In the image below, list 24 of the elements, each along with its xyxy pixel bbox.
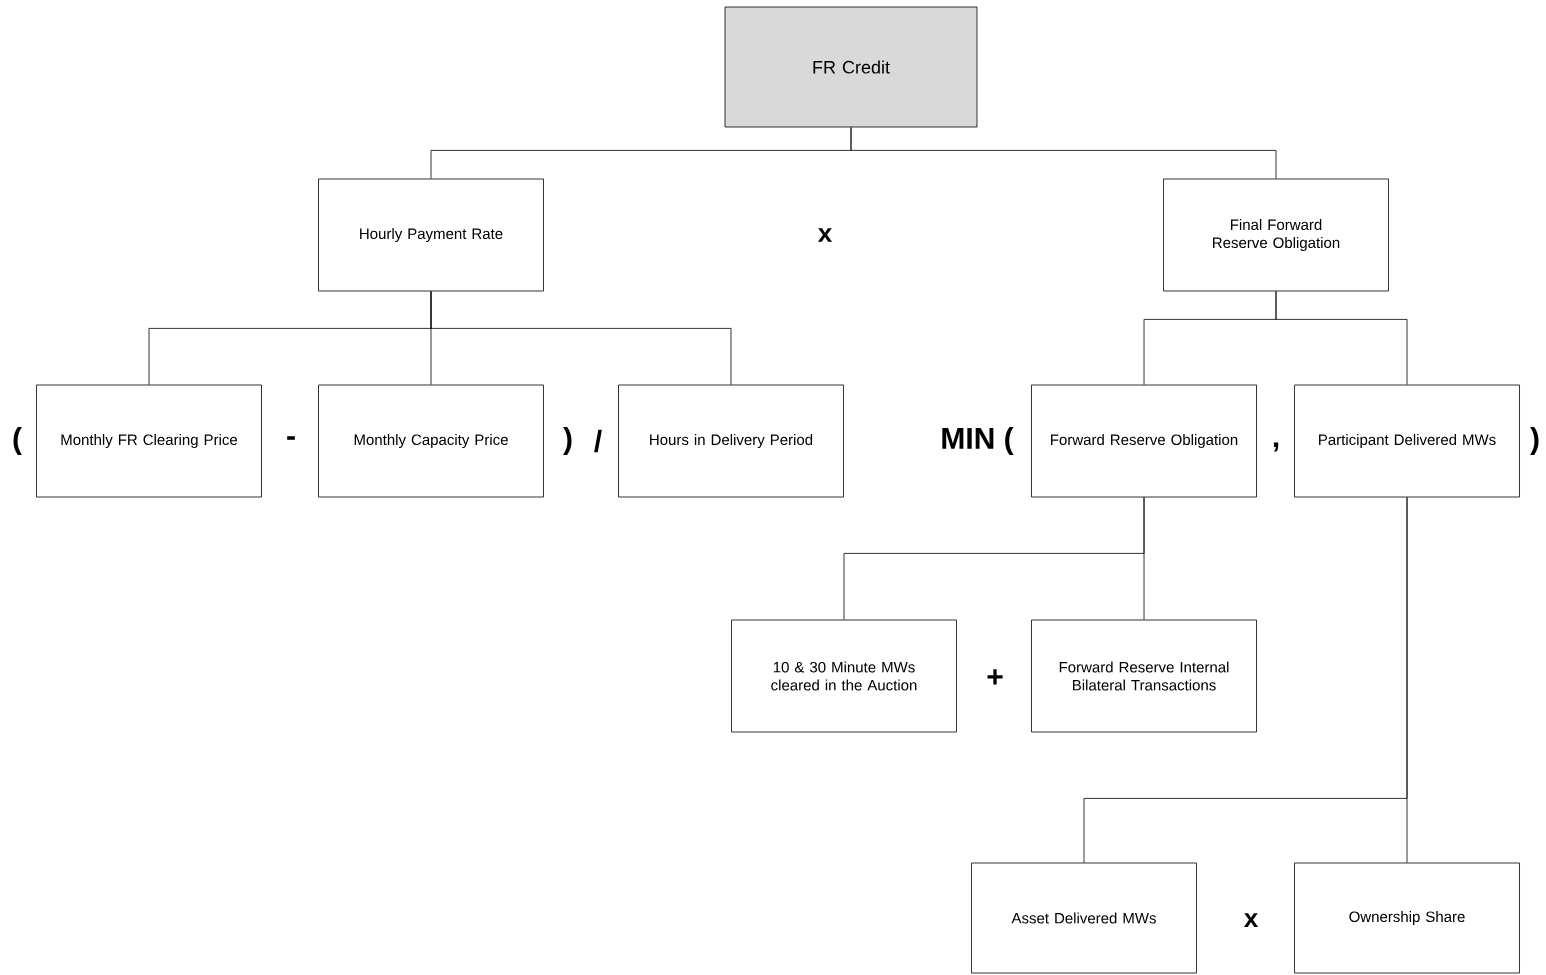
- connector-line: [1275, 291, 1408, 385]
- connector-line: [850, 127, 1277, 179]
- result-box: FR Credit: [724, 6, 978, 128]
- factor-box: 10 & 30 Minute MWs cleared in the Auction: [731, 619, 957, 733]
- operator-symbol: ): [563, 427, 572, 455]
- operator-symbol: +: [987, 669, 1003, 685]
- factor-box: Hours in Delivery Period: [618, 384, 844, 498]
- factor-box: Ownership Share: [1294, 862, 1520, 974]
- operator-symbol: x: [1243, 913, 1259, 927]
- connector-line: [1143, 497, 1145, 620]
- connector-line: [1406, 497, 1408, 863]
- factor-box: Final Forward Reserve Obligation: [1163, 178, 1389, 292]
- factor-box: Monthly FR Clearing Price: [36, 384, 262, 498]
- operator-symbol: x: [817, 228, 833, 242]
- factor-box: Asset Delivered MWs: [971, 862, 1197, 974]
- operator-symbol: /: [594, 429, 602, 453]
- factor-box: Participant Delivered MWs: [1294, 384, 1520, 498]
- operator-symbol: ,: [1273, 442, 1279, 452]
- factor-box: Monthly Capacity Price: [318, 384, 544, 498]
- factor-box: Forward Reserve Obligation: [1031, 384, 1257, 498]
- operator-symbol: -: [287, 436, 295, 440]
- factor-box: Hourly Payment Rate: [318, 178, 544, 292]
- connector-line: [430, 291, 732, 385]
- factor-box: Forward Reserve Internal Bilateral Transactions: [1031, 619, 1257, 733]
